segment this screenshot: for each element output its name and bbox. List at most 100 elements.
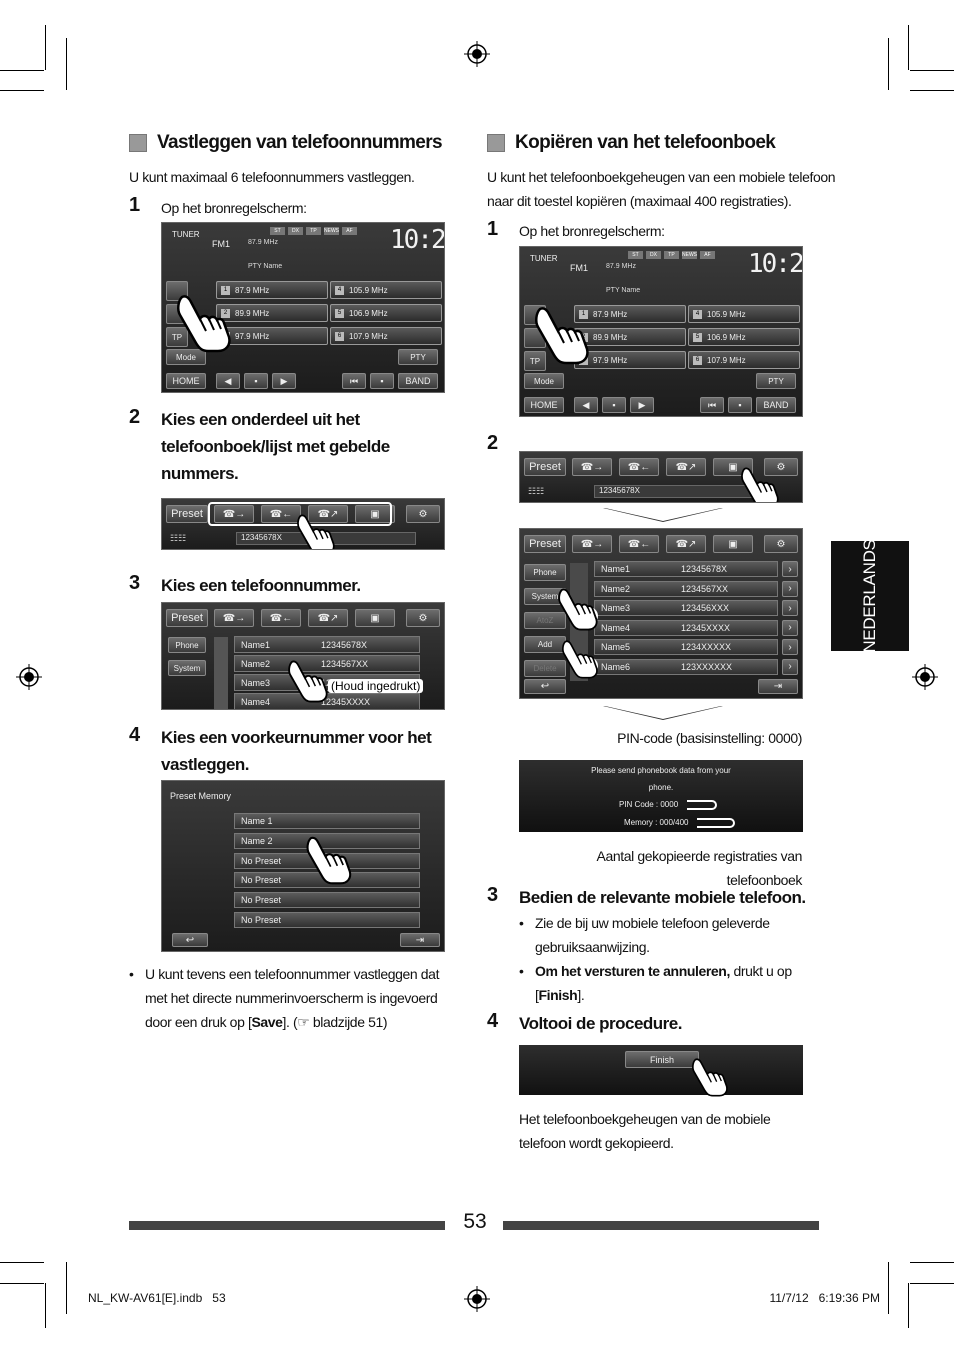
chevron-right-icon[interactable]: › — [782, 658, 798, 675]
album-icon[interactable]: ▪ — [728, 397, 752, 413]
album-icon[interactable]: ▪ — [370, 373, 394, 389]
pty-search-button[interactable]: PTY — [398, 349, 438, 365]
tp-button[interactable]: TP — [166, 327, 188, 347]
phone-tab[interactable]: Phone — [524, 564, 566, 581]
left-note: U kunt tevens een telefoonnummer vastleg… — [145, 962, 450, 1034]
pin-code: PIN Code : 0000 — [619, 800, 679, 809]
atoz-button[interactable]: AtoZ — [524, 612, 566, 629]
phone-tab[interactable]: Phone — [168, 637, 206, 653]
list-icon[interactable]: ▪ — [244, 373, 268, 389]
phonebook-icon[interactable]: ☎→ — [214, 609, 254, 627]
missed-call-icon[interactable]: ▣ — [355, 505, 395, 523]
down-arrow-inner — [605, 508, 721, 521]
right-intro-line2: naar dit toestel kopiëren (maximaal 400 … — [487, 193, 792, 209]
preset-tab-button[interactable]: Preset — [166, 609, 208, 627]
chevron-right-icon[interactable]: › — [782, 639, 798, 655]
back-button[interactable]: ↩ — [172, 933, 208, 947]
preset-memory-slot-2[interactable]: Name 2 — [234, 832, 420, 849]
tuner-logo: TUNER — [172, 230, 200, 239]
next-icon[interactable]: ▶ — [272, 373, 296, 389]
hold-label: (Houd ingedrukt) — [328, 679, 424, 693]
phonebook-icon[interactable]: ☎→ — [214, 505, 254, 523]
registration-mark-icon — [16, 664, 42, 690]
scrollbar[interactable] — [214, 637, 228, 709]
delete-button[interactable]: Delete — [524, 660, 566, 677]
incoming-call-icon[interactable]: ☎↗ — [666, 535, 706, 553]
skip-back-icon[interactable]: ⏮ — [342, 373, 366, 389]
system-tab[interactable]: System — [168, 660, 206, 676]
preset-frequency: 106.9 MHz — [349, 308, 388, 318]
chevron-right-icon[interactable]: › — [782, 580, 798, 597]
mode-button[interactable]: Mode — [524, 373, 564, 389]
mode-button[interactable]: Mode — [166, 349, 206, 365]
note-line3-post: ]. (☞ bladzijde 51) — [282, 1014, 388, 1030]
preset-memory-slot-5[interactable]: No Preset — [234, 892, 420, 909]
home-button[interactable]: HOME — [166, 373, 206, 389]
prev-icon[interactable]: ◀ — [574, 397, 598, 413]
preset-tab-button[interactable]: Preset — [166, 505, 208, 523]
slot-label: No Preset — [241, 915, 282, 925]
incoming-call-icon[interactable]: ☎↗ — [308, 505, 348, 523]
add-button[interactable]: Add — [524, 636, 566, 653]
pty-search-button[interactable]: PTY — [756, 373, 796, 389]
incoming-call-icon[interactable]: ☎↗ — [308, 609, 348, 627]
outgoing-call-icon[interactable]: ☎← — [261, 609, 301, 627]
band-button[interactable]: BAND — [398, 373, 438, 389]
keypad-icon: ☷☷ — [170, 533, 187, 543]
outgoing-call-icon[interactable]: ☎← — [619, 458, 659, 476]
prev-icon[interactable]: ◀ — [216, 373, 240, 389]
skip-back-icon[interactable]: ⏮ — [700, 397, 724, 413]
outgoing-call-icon[interactable]: ☎← — [261, 505, 301, 523]
outgoing-call-icon[interactable]: ☎← — [619, 535, 659, 553]
preset-number-icon: 2 — [221, 308, 230, 318]
exit-button[interactable]: ⇥ — [758, 679, 798, 694]
settings-icon[interactable]: ⚙ — [764, 458, 798, 476]
chevron-right-icon[interactable]: › — [782, 600, 798, 616]
settings-icon[interactable]: ⚙ — [406, 609, 440, 627]
next-icon[interactable]: ▶ — [630, 397, 654, 413]
preset-tab-button[interactable]: Preset — [524, 458, 566, 476]
band-button[interactable]: BAND — [756, 397, 796, 413]
settings-icon[interactable]: ⚙ — [764, 535, 798, 553]
chevron-right-icon[interactable]: › — [782, 561, 798, 577]
list-icon[interactable]: ▪ — [602, 397, 626, 413]
system-tab[interactable]: System — [524, 588, 566, 605]
exit-button[interactable]: ⇥ — [400, 933, 440, 947]
indicator-badge: DX — [288, 227, 303, 235]
back-button[interactable]: ↩ — [524, 679, 566, 694]
tp-button[interactable]: TP — [524, 351, 546, 371]
settings-icon[interactable]: ⚙ — [406, 505, 440, 523]
missed-call-icon[interactable]: ▣ — [713, 535, 753, 553]
finish-screen: Finish — [519, 1045, 803, 1097]
phonebook-icon[interactable]: ☎→ — [572, 458, 612, 476]
preset-memory-slot-6[interactable]: No Preset — [234, 912, 420, 928]
incoming-call-icon[interactable]: ☎↗ — [666, 458, 706, 476]
home-button[interactable]: HOME — [524, 397, 564, 413]
note-line3-pre: door een druk op [ — [145, 1014, 252, 1030]
pin-message-line2: phone. — [648, 783, 674, 792]
entry-number: 1234567XX — [681, 583, 729, 594]
chevron-right-icon[interactable]: › — [782, 619, 798, 636]
footer-date: 11/7/12 6:19:36 PM — [769, 1291, 880, 1305]
phonebook-icon[interactable]: ☎→ — [572, 535, 612, 553]
missed-call-icon[interactable]: ▣ — [355, 609, 395, 627]
preset-memory-slot-1[interactable]: Name 1 — [234, 813, 420, 829]
preset-tab-button[interactable]: Preset — [524, 535, 566, 553]
